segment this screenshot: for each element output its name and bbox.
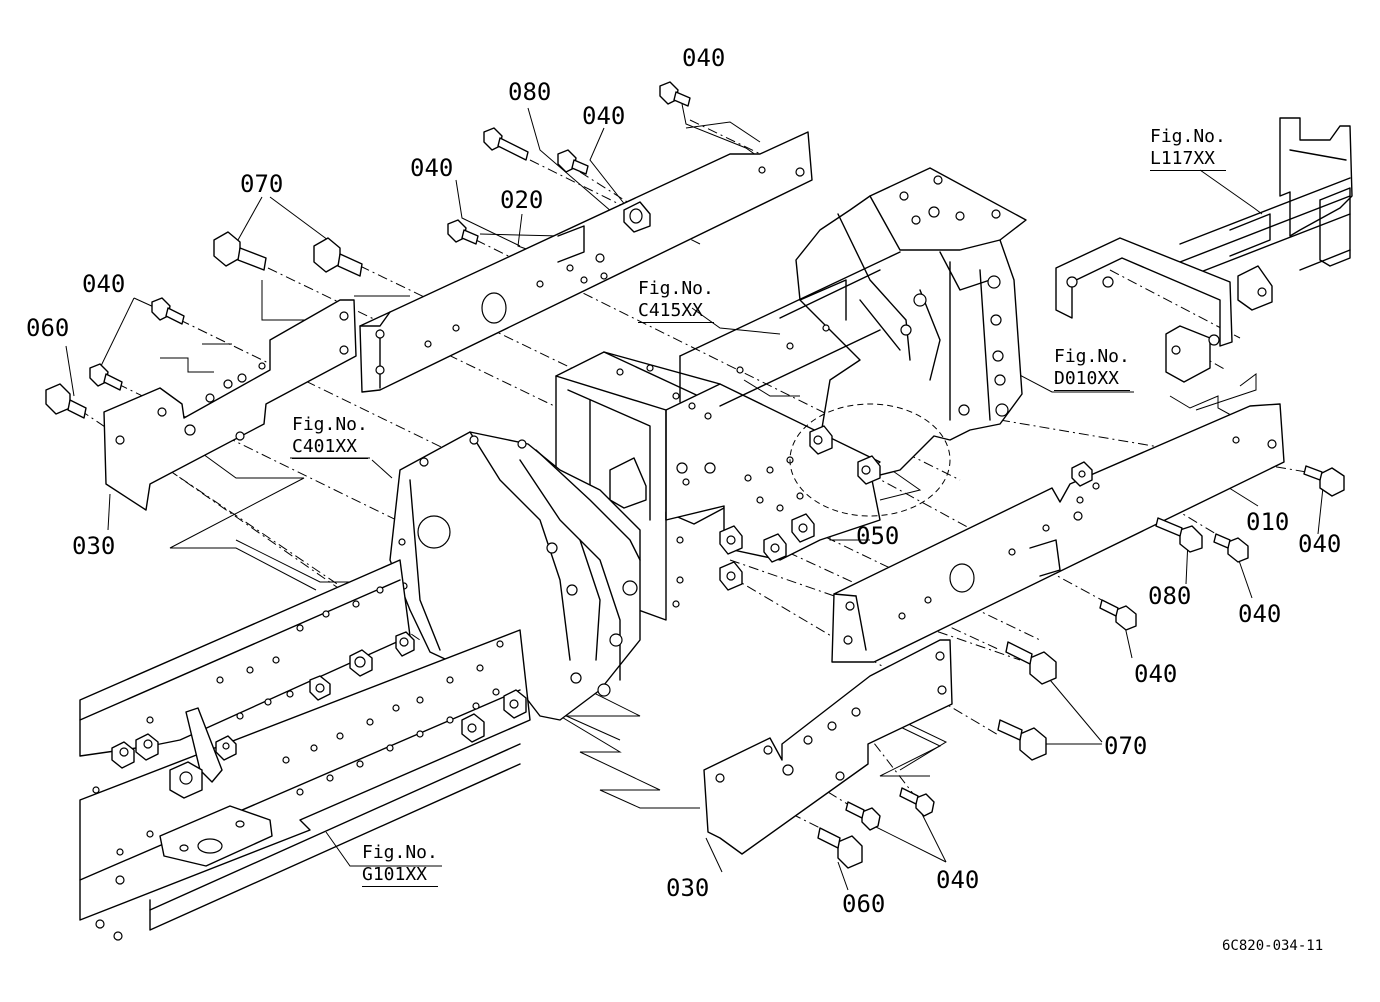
part-label-040: 040: [1134, 660, 1178, 688]
bolt-040-h2: [899, 787, 935, 817]
fig-ref-caption: Fig.No.: [1150, 126, 1226, 147]
part-label-070: 070: [1104, 732, 1148, 760]
fig-ref-G101: Fig.No. G101XX: [362, 842, 438, 887]
bolt-040-b: [557, 149, 589, 175]
fig-ref-caption: Fig.No.: [638, 278, 714, 299]
part-label-080: 080: [508, 78, 552, 106]
bolts: [45, 81, 1345, 869]
part-label-030: 030: [72, 532, 116, 560]
fig-ref-number: L117XX: [1150, 148, 1226, 171]
bolt-040-d2: [89, 363, 123, 391]
part-label-020: 020: [500, 186, 544, 214]
bolt-070-a: [213, 231, 267, 271]
fig-ref-caption: Fig.No.: [292, 414, 368, 435]
part-label-050: 050: [856, 522, 900, 550]
part-label-040: 040: [1298, 530, 1342, 558]
part-label-060: 060: [842, 890, 886, 918]
part-label-040: 040: [936, 866, 980, 894]
bolt-040-f: [1213, 533, 1249, 563]
bolt-040-d1: [151, 297, 185, 325]
bolt-040-top: [659, 81, 691, 107]
bolt-040-h1: [845, 801, 881, 831]
plate-030-right: [703, 639, 953, 855]
part-label-040: 040: [582, 102, 626, 130]
bolt-080-top: [483, 127, 529, 161]
fig-ref-caption: Fig.No.: [362, 842, 438, 863]
spacers-050: [719, 461, 1093, 591]
part-label-040: 040: [682, 44, 726, 72]
part-label-010: 010: [1246, 508, 1290, 536]
part-label-040: 040: [1238, 600, 1282, 628]
part-label-040: 040: [410, 154, 454, 182]
fig-ref-number: D010XX: [1054, 368, 1130, 391]
bolt-060-b: [817, 827, 863, 869]
bolt-040-g: [1099, 599, 1137, 631]
spacer-050-upper: [623, 201, 651, 233]
bolt-060-a: [45, 383, 87, 419]
fig-ref-caption: Fig.No.: [1054, 346, 1130, 367]
bolt-080-b: [1155, 517, 1203, 553]
fig-ref-number: C415XX: [638, 300, 714, 323]
front-axle-frame-L117: [1055, 117, 1353, 383]
part-label-040: 040: [82, 270, 126, 298]
fig-ref-number: C401XX: [292, 436, 368, 459]
fig-ref-L117: Fig.No. L117XX: [1150, 126, 1226, 171]
bolt-070-d: [997, 719, 1047, 761]
bolt-070-c: [1005, 641, 1057, 685]
plate-010: [831, 403, 1285, 663]
part-label-080: 080: [1148, 582, 1192, 610]
plate-030-left: [103, 299, 357, 511]
bolt-070-b: [313, 237, 363, 277]
fig-ref-C415: Fig.No. C415XX: [638, 278, 714, 323]
fig-ref-number: G101XX: [362, 864, 438, 887]
part-label-070: 070: [240, 170, 284, 198]
frame-holes: [92, 586, 504, 941]
part-label-030: 030: [666, 874, 710, 902]
fig-ref-C401: Fig.No. C401XX: [292, 414, 368, 459]
part-label-060: 060: [26, 314, 70, 342]
bolt-040-c: [447, 219, 479, 245]
bolt-040-e: [1303, 465, 1345, 497]
fig-ref-D010: Fig.No. D010XX: [1054, 346, 1130, 391]
transmission-case-D010: [795, 167, 1027, 481]
drawing-code: 6C820-034-11: [1222, 938, 1324, 954]
front-frame-G101: [79, 559, 531, 941]
plate-020: [359, 131, 813, 393]
